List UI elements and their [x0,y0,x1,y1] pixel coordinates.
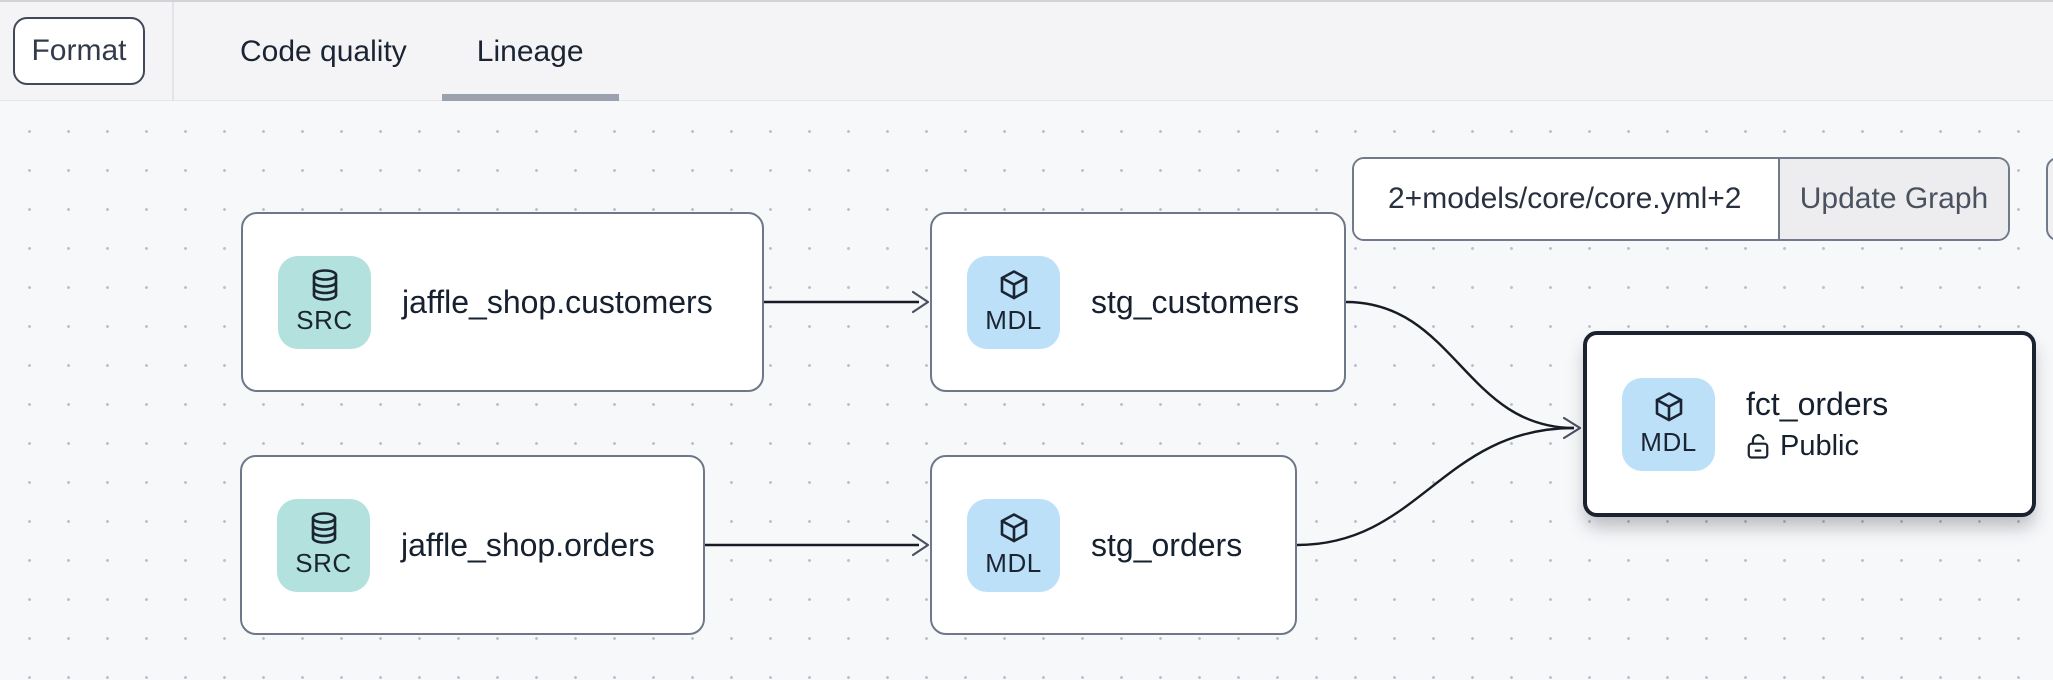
badge-label: SRC [296,305,353,335]
node-label: jaffle_shop.orders [401,526,655,563]
format-button[interactable]: Format [13,17,145,85]
tab-label: Code quality [240,35,407,68]
source-badge: SRC [277,498,370,592]
tab-lineage[interactable]: Lineage [441,2,619,101]
database-icon [311,512,336,544]
lineage-node-fct-orders-selected[interactable]: MDL fct_orders Public [1583,331,2036,517]
cube-icon [1000,513,1027,543]
badge-label: MDL [985,305,1042,335]
cube-icon [1655,392,1682,422]
model-badge: MDL [967,498,1060,592]
badge-label: MDL [985,548,1042,578]
access-row: Public [1746,430,1888,463]
unlock-icon [1747,434,1769,459]
node-label: fct_orders [1746,385,1889,422]
database-icon [312,269,337,301]
tab-code-quality[interactable]: Code quality [205,2,442,101]
model-badge: MDL [967,255,1060,349]
lineage-node-jaffle-shop-customers[interactable]: SRC jaffle_shop.customers [241,212,764,392]
active-tab-underline [441,94,619,101]
model-badge: MDL [1622,377,1715,471]
node-text: fct_orders Public [1746,386,1888,463]
badge-label: MDL [1640,427,1697,457]
node-label: stg_customers [1091,283,1300,320]
badge-label: SRC [295,548,352,578]
lineage-node-stg-orders[interactable]: MDL stg_orders [930,455,1297,635]
lineage-selector-group: Update Graph [1352,157,2010,241]
lineage-node-jaffle-shop-orders[interactable]: SRC jaffle_shop.orders [240,455,705,635]
cube-icon [1000,270,1027,300]
tab-label: Lineage [476,35,584,68]
node-label: jaffle_shop.customers [402,283,713,320]
editor-toolbar: Format Code quality Lineage [0,0,2053,101]
lineage-node-stg-customers[interactable]: MDL stg_customers [930,212,1346,392]
pane-tabs: Code quality Lineage [205,2,619,101]
access-label: Public [1780,429,1859,462]
source-badge: SRC [278,255,371,349]
lineage-selector-input[interactable] [1354,159,1778,239]
node-label: stg_orders [1091,526,1243,563]
toolbar-divider [172,2,174,101]
update-graph-button[interactable]: Update Graph [1778,159,2008,239]
clipped-panel-edge[interactable] [2046,157,2053,241]
